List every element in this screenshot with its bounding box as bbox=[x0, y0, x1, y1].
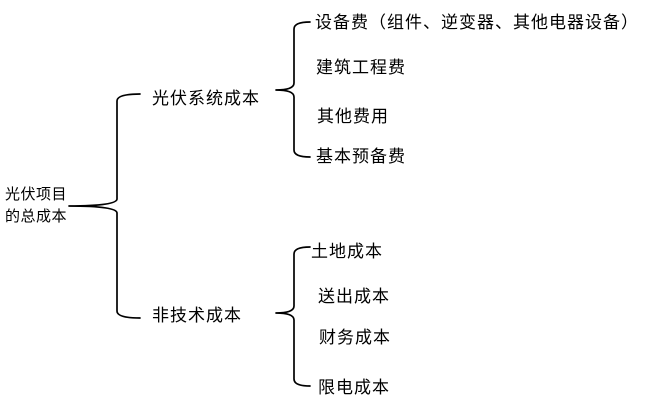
leaf-curtailment-cost: 限电成本 bbox=[318, 378, 390, 397]
root-node-total-cost: 光伏项目 的总成本 bbox=[5, 184, 67, 228]
pv-system-brace bbox=[275, 21, 311, 158]
branch-node-pv-system-cost: 光伏系统成本 bbox=[152, 89, 260, 108]
leaf-basic-reserve-fee: 基本预备费 bbox=[316, 147, 406, 166]
branch-node-non-technical-cost: 非技术成本 bbox=[152, 306, 242, 325]
leaf-construction-fee: 建筑工程费 bbox=[316, 58, 406, 77]
leaf-transmission-cost: 送出成本 bbox=[318, 287, 390, 306]
root-brace bbox=[68, 93, 141, 319]
leaf-land-cost: 土地成本 bbox=[311, 242, 383, 261]
leaf-equipment-fee: 设备费（组件、逆变器、其他电器设备） bbox=[315, 13, 639, 32]
root-label-line-1: 光伏项目 bbox=[5, 186, 68, 203]
leaf-other-fee: 其他费用 bbox=[317, 107, 389, 126]
root-label-line-2: 的总成本 bbox=[5, 208, 68, 225]
non-technical-brace bbox=[275, 246, 311, 387]
leaf-finance-cost: 财务成本 bbox=[319, 328, 391, 347]
